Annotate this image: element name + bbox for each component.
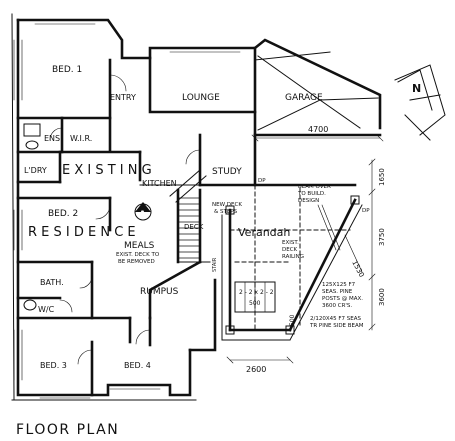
note-fascia-1: 2/120X45 F7 SEAS xyxy=(310,316,362,322)
ensuite-fixtures xyxy=(23,123,41,311)
dimension-lines xyxy=(226,134,384,364)
room-bed1: BED. 1 xyxy=(52,65,82,75)
note-new-deck-1: NEW DECK xyxy=(212,202,242,208)
construction-notes: NEW DECK & STEPS EXIST. DECK TO BE REMOV… xyxy=(116,178,370,329)
room-deck: DECK xyxy=(184,223,204,231)
note-exist-deck-1: EXIST. DECK TO xyxy=(116,252,160,258)
room-meals: MEALS xyxy=(124,241,155,251)
verandah-structure xyxy=(221,183,363,341)
room-verandah: Verandah xyxy=(238,226,290,239)
room-wc: W/C xyxy=(38,305,55,314)
note-post-2: SEAS. PINE xyxy=(322,289,353,295)
note-beam-2: TO BUILD. xyxy=(297,191,326,197)
note-dp-2: DP xyxy=(362,208,370,214)
note-fascia-2: TR PINE SIDE BEAM xyxy=(309,323,364,329)
room-ldry: L'DRY xyxy=(24,166,47,175)
existing-outer-walls xyxy=(11,13,382,401)
note-beam-1: BEAM OVER xyxy=(298,184,331,190)
room-lounge: LOUNGE xyxy=(182,93,220,103)
dim-right-2: 3750 xyxy=(378,228,386,246)
room-bath: BATH. xyxy=(40,278,64,287)
note-exist-rail-2: DECK xyxy=(282,247,298,253)
note-exist-rail-3: RAILING xyxy=(282,254,304,260)
note-exist-rail-1: EXIST. xyxy=(282,240,299,246)
dimension-labels: 4700 1650 3750 3600 1530 2600 500 xyxy=(246,125,386,374)
deck-stairs xyxy=(169,169,211,264)
residence-label: R E S I D E N C E xyxy=(28,225,136,240)
note-dp-1: DP xyxy=(258,178,266,184)
room-bed3: BED. 3 xyxy=(40,361,67,370)
room-garage: GARAGE xyxy=(285,93,323,103)
section-marker-label: A xyxy=(139,210,146,220)
room-wir: W.I.R. xyxy=(70,134,92,143)
dim-garage-width: 4700 xyxy=(308,125,328,134)
drawing-title: FLOOR PLAN xyxy=(16,422,119,438)
dim-diag: 1530 xyxy=(350,259,365,278)
note-post-3: POSTS @ MAX. xyxy=(322,296,363,302)
note-window-2: 500 xyxy=(249,300,261,307)
door-swings xyxy=(49,74,201,365)
garage-roof-lines xyxy=(257,55,379,131)
dim-right-3: 3600 xyxy=(378,288,386,306)
note-post-1: 125X125 F7 xyxy=(322,282,356,288)
existing-label: E X I S T I N G xyxy=(62,163,152,178)
room-entry: ENTRY xyxy=(110,93,136,102)
note-post-4: 3600 CR'S. xyxy=(322,303,352,309)
windows xyxy=(13,23,241,399)
note-new-deck-2: & STEPS xyxy=(214,209,238,215)
note-beam-3: DESIGN xyxy=(298,198,319,204)
room-bed4: BED. 4 xyxy=(124,361,151,370)
room-kitchen: KITCHEN xyxy=(142,179,177,188)
dim-bottom: 2600 xyxy=(246,365,266,374)
room-rumpus: RUMPUS xyxy=(140,287,179,297)
interior-walls xyxy=(16,46,382,397)
note-exist-deck-2: BE REMOVED xyxy=(118,259,155,265)
dim-v-small: 500 xyxy=(289,314,296,326)
dim-right-1: 1650 xyxy=(378,168,386,186)
north-arrow-label: N xyxy=(412,82,421,95)
north-arrow-icon xyxy=(394,64,446,141)
room-ens: ENS. xyxy=(44,134,63,143)
room-labels: BED. 1 ENTRY LOUNGE GARAGE ENS. W.I.R. L… xyxy=(24,65,323,370)
section-marker-a xyxy=(134,202,152,221)
room-study: STUDY xyxy=(212,167,242,177)
note-window-1: 2 - 2 x 2 - 2 xyxy=(239,289,274,296)
note-stair: STAIR xyxy=(212,257,218,272)
room-bed2: BED. 2 xyxy=(48,209,78,219)
